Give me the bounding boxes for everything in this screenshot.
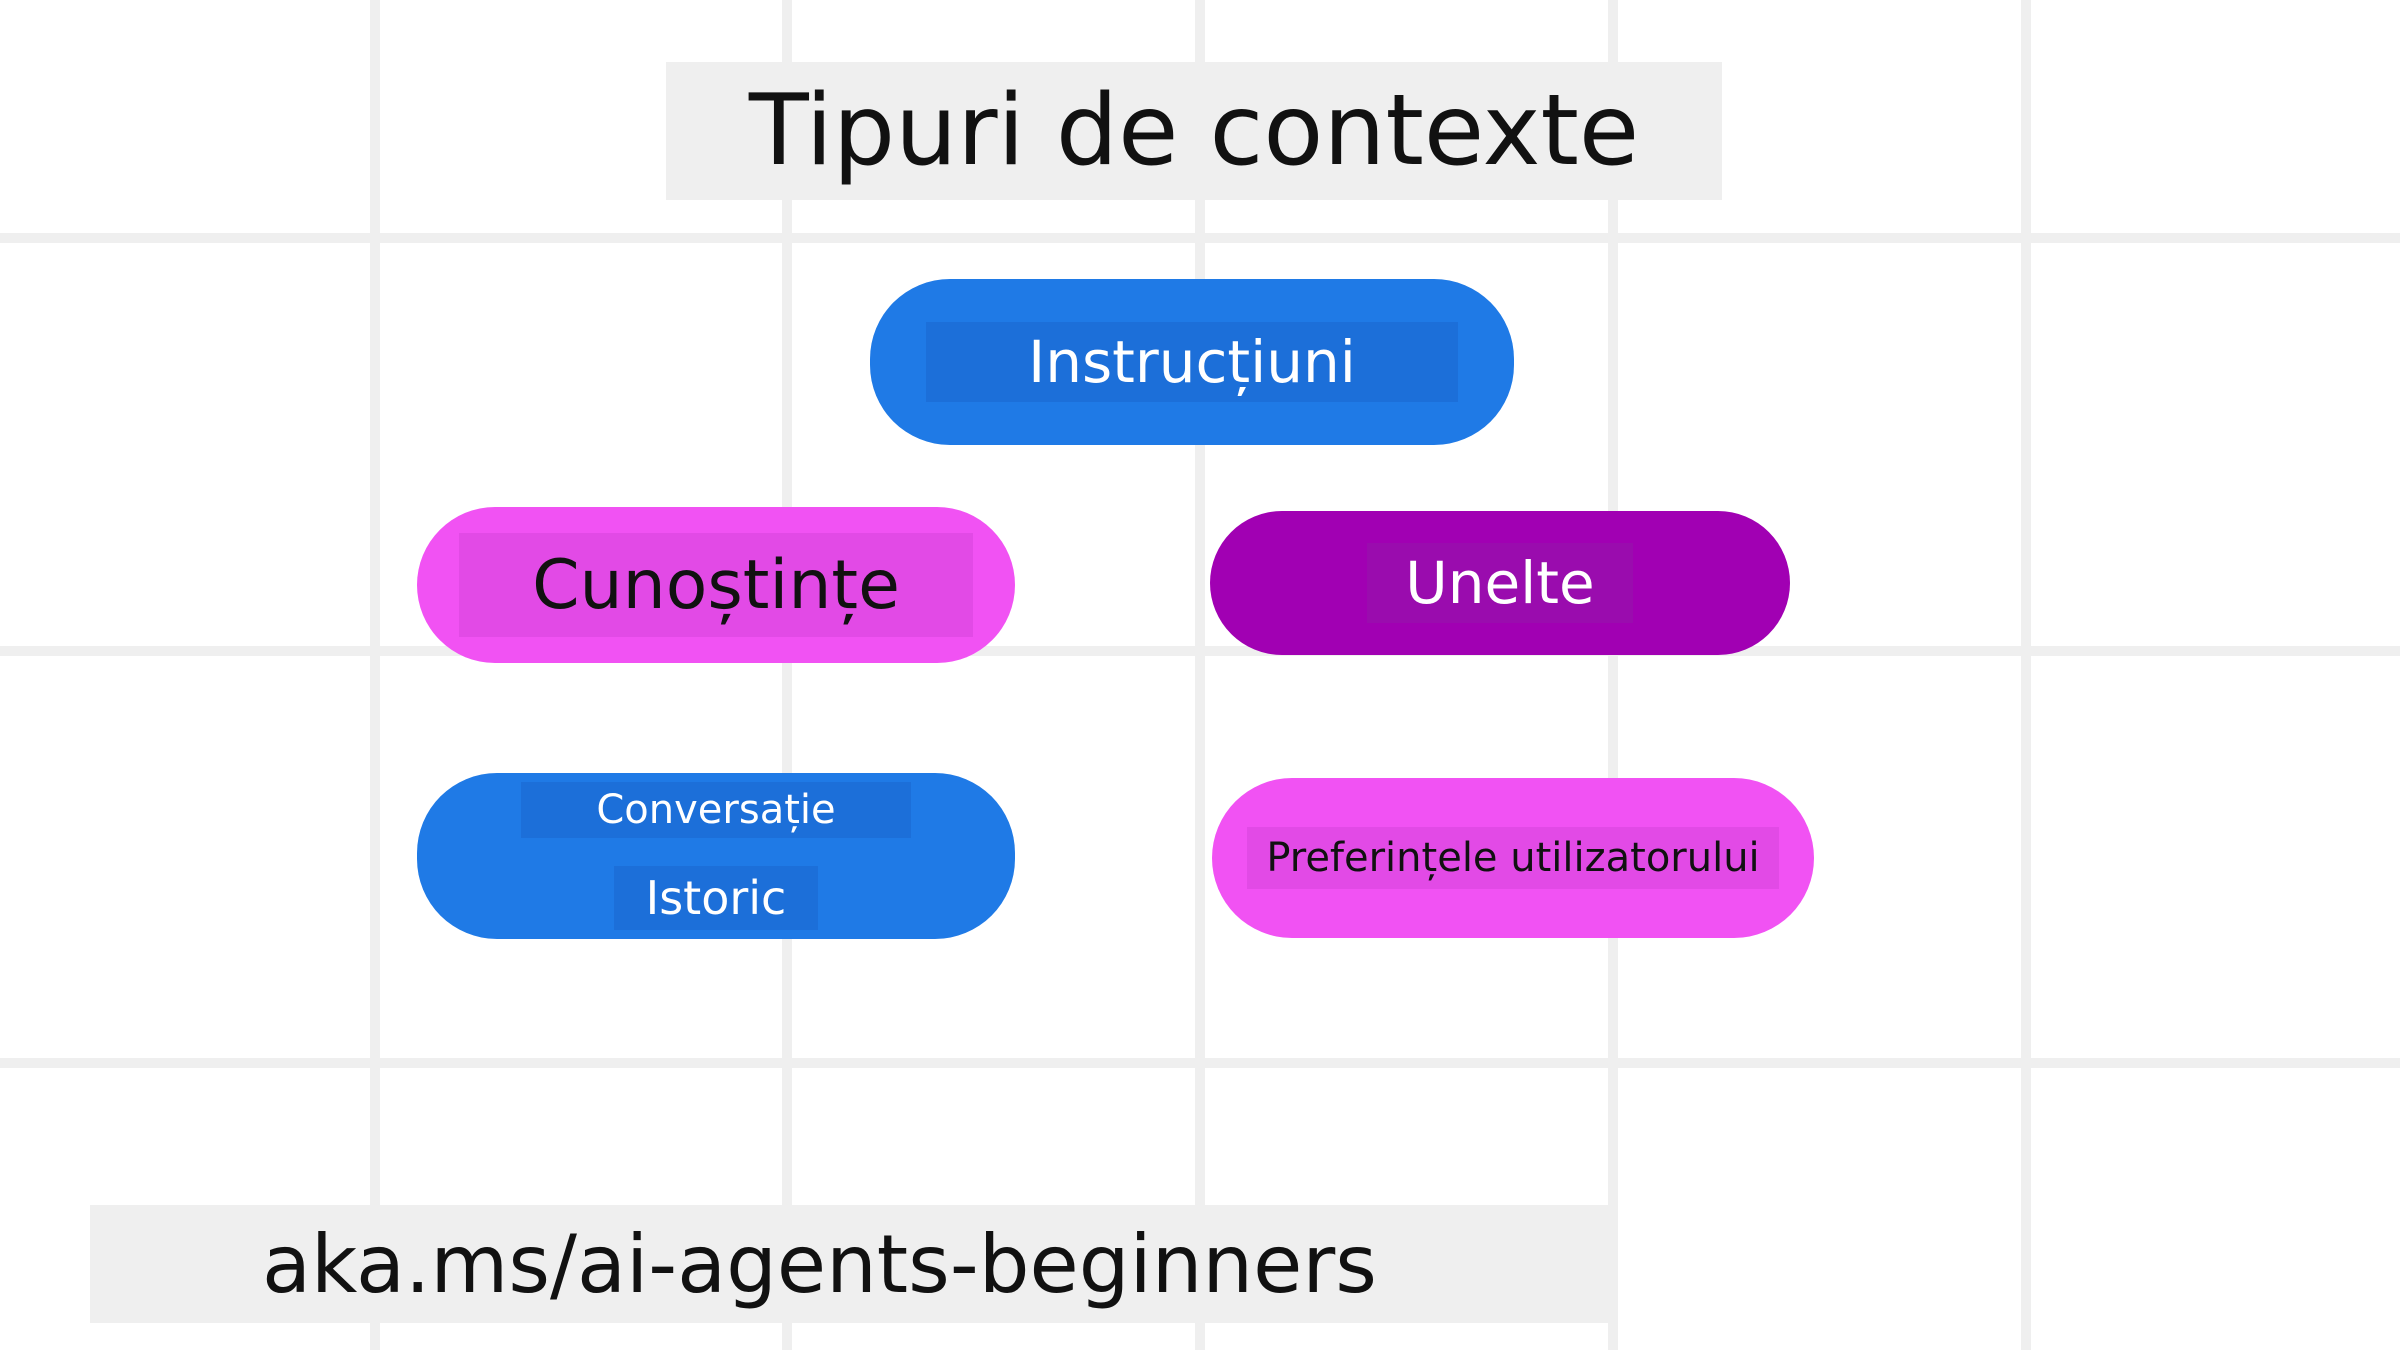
diagram-title: Tipuri de contexte [748, 74, 1640, 188]
node-history-line2-box: Istoric [614, 866, 818, 930]
grid-line [782, 0, 792, 1350]
node-conversation-history: Conversație Istoric [417, 773, 1015, 939]
node-instructions: Instrucțiuni [870, 279, 1514, 445]
title-background [666, 62, 1722, 200]
grid-line [370, 0, 380, 1350]
grid-line [0, 1058, 2400, 1068]
node-tools-label-box: Unelte [1367, 543, 1633, 623]
node-knowledge: Cunoștințe [417, 507, 1015, 663]
node-user-preferences: Preferințele utilizatorului [1212, 778, 1814, 938]
node-instructions-label-box: Instrucțiuni [926, 322, 1458, 402]
node-instructions-label: Instrucțiuni [1028, 328, 1356, 396]
grid-line [0, 233, 2400, 243]
grid-line [1608, 0, 1618, 1350]
node-tools-label: Unelte [1405, 549, 1595, 617]
node-preferences-label: Preferințele utilizatorului [1266, 835, 1760, 881]
grid-line [0, 646, 2400, 656]
node-history-line1-box: Conversație [521, 782, 911, 838]
node-knowledge-label: Cunoștințe [532, 545, 900, 625]
node-tools: Unelte [1210, 511, 1790, 655]
node-preferences-label-box: Preferințele utilizatorului [1247, 827, 1779, 889]
node-history-line1: Conversație [596, 787, 836, 833]
node-history-line2: Istoric [645, 871, 787, 925]
grid-line [1195, 0, 1205, 1350]
grid-line [2021, 0, 2031, 1350]
node-knowledge-label-box: Cunoștințe [459, 533, 973, 637]
footer-link[interactable]: aka.ms/ai-agents-beginners [262, 1217, 1377, 1311]
footer-background [90, 1205, 1610, 1323]
